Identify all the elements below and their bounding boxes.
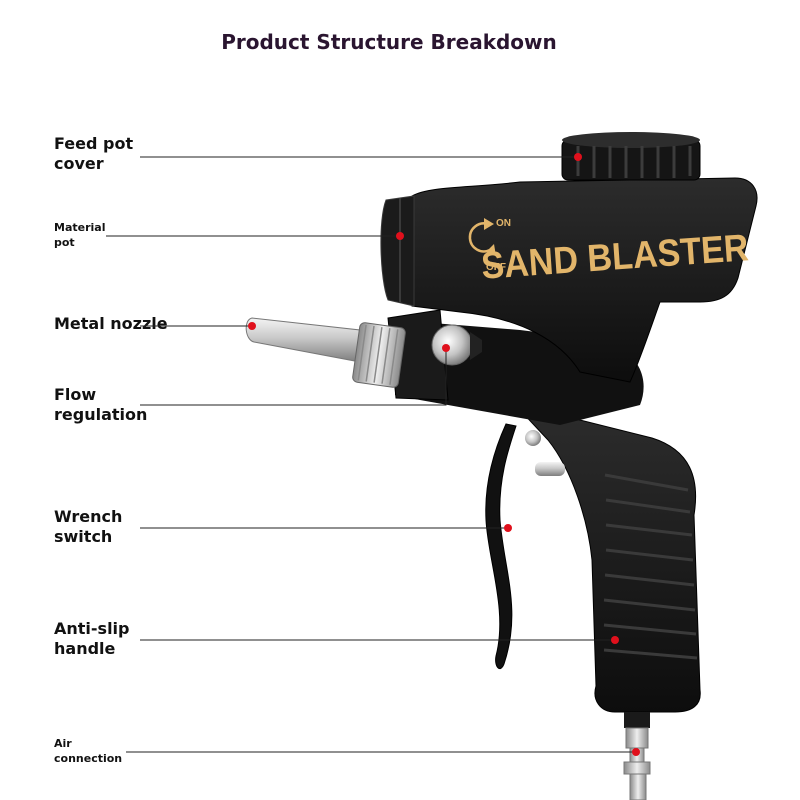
label-material-pot: Material pot [54, 220, 105, 250]
material-pot-side-cap [380, 195, 415, 307]
wrench-switch-trigger [485, 423, 517, 669]
label-line: Air [54, 737, 72, 750]
label-feed-pot-cover: Feed pot cover [54, 134, 133, 174]
marker-metal-nozzle [248, 322, 256, 330]
marker-feed-pot-cover [574, 153, 582, 161]
air-connection-fitting [623, 712, 651, 800]
material-pot [411, 177, 758, 383]
label-flow-regulation: Flow regulation [54, 385, 147, 425]
label-anti-slip-handle: Anti-slip handle [54, 619, 130, 659]
page-title: Product Structure Breakdown [221, 30, 557, 54]
leader-line-flow-regulation [140, 348, 447, 406]
callout-markers [248, 153, 640, 756]
trigger-stop-pin [535, 462, 565, 476]
label-wrench-switch: Wrench switch [54, 507, 122, 547]
label-line: Material [54, 221, 106, 234]
metal-nozzle [245, 317, 406, 388]
on-off-rotate-icon [468, 218, 496, 256]
label-line: handle [54, 639, 116, 658]
grip-ribs [603, 473, 698, 660]
marker-material-pot [396, 232, 404, 240]
trigger-pin [525, 430, 541, 446]
label-line: Metal nozzle [54, 314, 168, 333]
label-line: Anti-slip [54, 619, 130, 638]
marker-wrench-switch [504, 524, 512, 532]
label-air-connection: Air connection [54, 736, 122, 766]
marker-air-connection [632, 748, 640, 756]
label-line: regulation [54, 405, 148, 424]
flow-regulation-knob [431, 324, 473, 366]
switch-off-text: OFF [486, 262, 506, 273]
feed-pot-cover [561, 132, 701, 181]
label-line: connection [54, 752, 123, 765]
label-line: Flow [54, 385, 97, 404]
marker-anti-slip-handle [611, 636, 619, 644]
switch-on-text: ON [496, 218, 511, 229]
leader-lines [106, 156, 636, 753]
marker-flow-regulation [442, 344, 450, 352]
label-line: switch [54, 527, 113, 546]
anti-slip-handle [518, 409, 701, 713]
label-metal-nozzle: Metal nozzle [54, 314, 168, 334]
label-line: cover [54, 154, 104, 173]
label-line: Feed pot [54, 134, 134, 153]
label-line: Wrench [54, 507, 123, 526]
label-line: pot [54, 236, 75, 249]
